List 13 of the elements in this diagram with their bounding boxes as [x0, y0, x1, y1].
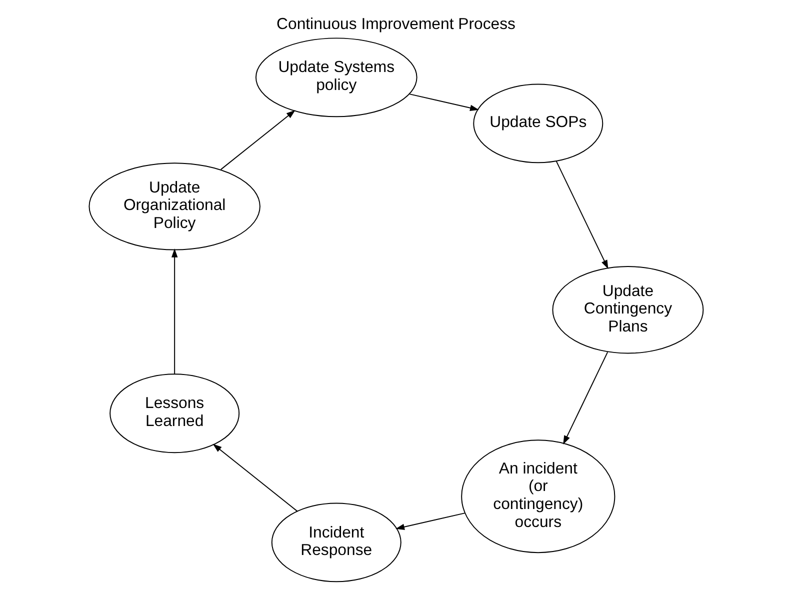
arrow	[171, 248, 178, 374]
arrow	[409, 94, 480, 111]
node-ellipse: Incident Response	[271, 502, 402, 582]
node-ellipse: Update Organizational Policy	[88, 162, 260, 250]
node-ellipse: Update SOPs	[473, 84, 604, 164]
node-ellipse: An incident (or contingency) occurs	[461, 440, 616, 554]
arrow	[556, 160, 608, 270]
arrow	[220, 110, 296, 170]
arrow	[563, 352, 608, 445]
arrow	[212, 444, 298, 512]
diagram-title: Continuous Improvement Process	[276, 16, 516, 34]
arrow	[396, 512, 466, 530]
node-ellipse: Update Contingency Plans	[552, 266, 704, 354]
